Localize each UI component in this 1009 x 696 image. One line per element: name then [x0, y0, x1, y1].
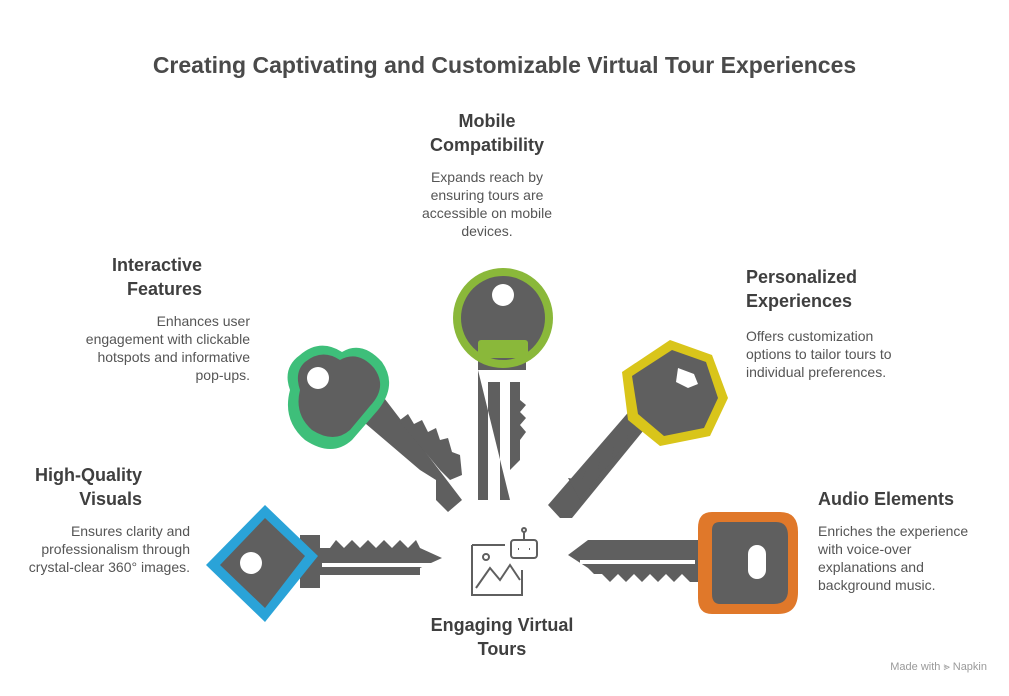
- mobile-description: Expands reach by ensuring tours are acce…: [422, 169, 552, 239]
- audio-key-hole: [748, 545, 766, 579]
- mobile-key: [453, 268, 553, 500]
- audio-heading: Audio Elements: [818, 489, 955, 509]
- personalized-key-hole: [676, 368, 698, 388]
- personalized-heading: Personalized Experiences: [746, 267, 858, 311]
- visuals-key-hole: [240, 552, 262, 574]
- interactive-heading: Interactive Features: [111, 255, 202, 299]
- mobile-key-hole: [492, 284, 514, 306]
- napkin-logo-icon: ⪢: [943, 661, 950, 673]
- image-robot-icon: [471, 527, 538, 596]
- footer-brand: Napkin: [952, 661, 987, 673]
- interactive-description: Enhances user engagement with clickable …: [85, 313, 250, 383]
- mobile-heading: Mobile Compatibility: [429, 111, 544, 155]
- visuals-key: [206, 505, 442, 622]
- footer-made-with: Made with: [890, 661, 941, 673]
- audio-key: [568, 512, 798, 614]
- footer-attribution[interactable]: Made with ⪢ Napkin: [890, 661, 987, 674]
- visuals-description: Ensures clarity and professionalism thro…: [28, 523, 190, 575]
- personalized-description: Offers customization options to tailor t…: [746, 328, 892, 380]
- audio-description: Enriches the experience with voice-over …: [818, 523, 969, 593]
- personalized-key: [548, 340, 728, 518]
- page-title: Creating Captivating and Customizable Vi…: [152, 52, 857, 78]
- interactive-key-hole: [307, 367, 329, 389]
- center-label: Engaging Virtual Tours: [430, 615, 574, 659]
- visuals-heading: High-Quality Visuals: [35, 465, 142, 509]
- interactive-key: [287, 345, 462, 512]
